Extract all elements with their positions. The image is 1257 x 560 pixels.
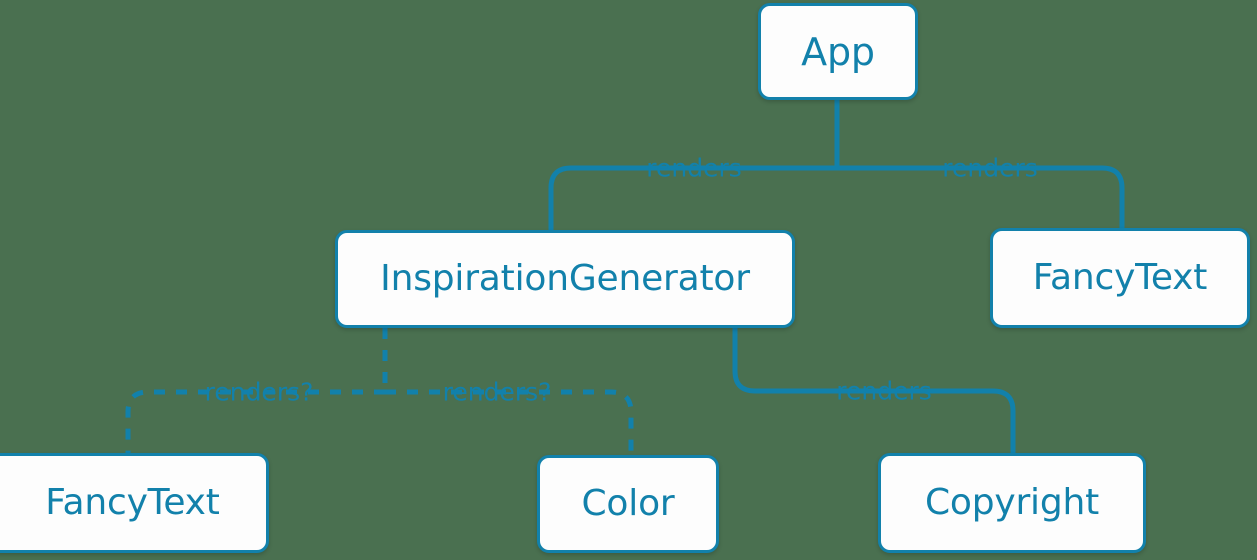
node-app[interactable]: App — [758, 3, 918, 100]
node-copyright-label: Copyright — [924, 482, 1100, 523]
node-fancytext-bottom-label: FancyText — [45, 482, 220, 523]
node-fancytext-bottom[interactable]: FancyText — [0, 453, 269, 553]
node-inspiration-generator[interactable]: InspirationGenerator — [335, 230, 795, 328]
edge-inspiration-to-color-dashed — [385, 389, 634, 455]
edge-label-inspiration-to-fancytext: renders? — [204, 377, 314, 407]
edge-label-app-to-fancytext: renders — [942, 153, 1038, 183]
node-app-label: App — [801, 29, 875, 74]
node-inspiration-generator-label: InspirationGenerator — [380, 258, 750, 299]
edge-inspiration-to-copyright — [732, 328, 1016, 453]
node-copyright[interactable]: Copyright — [878, 453, 1146, 553]
edge-inspiration-to-fancytext-dashed — [125, 389, 385, 453]
node-fancytext-right[interactable]: FancyText — [990, 228, 1250, 328]
edge-app-to-fancytext — [837, 165, 1125, 228]
edge-label-app-to-inspiration: renders — [646, 153, 742, 183]
edge-label-inspiration-to-color: renders? — [442, 377, 552, 407]
node-color[interactable]: Color — [537, 455, 719, 553]
edge-label-inspiration-to-copyright: renders — [836, 376, 932, 406]
edge-app-to-inspiration — [548, 165, 837, 230]
node-color-label: Color — [581, 483, 675, 524]
node-fancytext-right-label: FancyText — [1032, 257, 1208, 298]
